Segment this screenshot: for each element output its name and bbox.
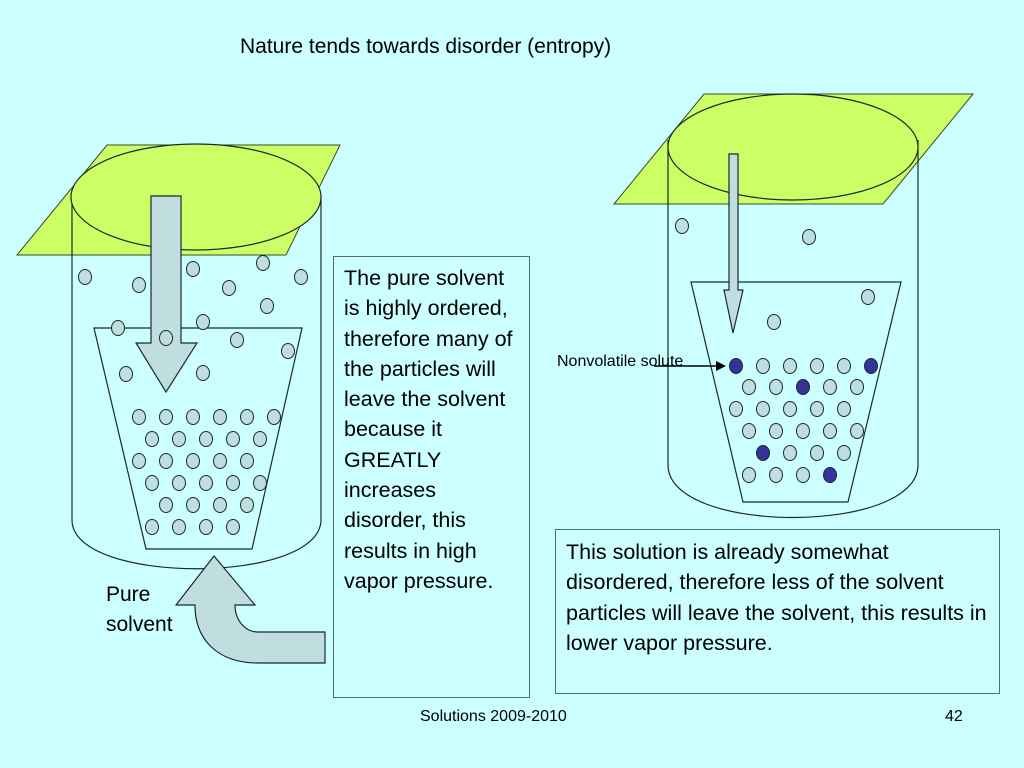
solvent-particle	[159, 409, 173, 425]
left-beaker-outline	[71, 195, 322, 570]
vapor-particle	[78, 269, 92, 285]
vapor-particle	[675, 218, 689, 234]
solvent-particle	[199, 431, 213, 447]
slide-title: Nature tends towards disorder (entropy)	[240, 35, 612, 58]
right-cup	[690, 281, 902, 503]
vapor-particle	[281, 343, 295, 359]
solvent-particle	[226, 519, 240, 535]
solvent-particle	[823, 379, 837, 395]
solvent-particle	[186, 497, 200, 513]
vapor-particle	[260, 298, 274, 314]
solvent-particle	[810, 401, 824, 417]
left-diagram	[15, 143, 341, 664]
solvent-particle	[159, 453, 173, 469]
solvent-particle	[145, 475, 159, 491]
nonvolatile-solute-label: Nonvolatile solute	[557, 353, 684, 370]
vapor-particle	[186, 261, 200, 277]
vapor-particle	[256, 255, 270, 271]
solution-explanation-box: This solution is already somewhat disord…	[555, 529, 1000, 694]
vapor-particle	[861, 289, 875, 305]
solvent-particle	[810, 445, 824, 461]
page-number: 42	[945, 708, 963, 725]
solvent-particle	[850, 379, 864, 395]
left-lid-ellipse	[70, 143, 322, 251]
solvent-particle	[810, 358, 824, 374]
solvent-particle	[240, 453, 254, 469]
vapor-particle	[294, 269, 308, 285]
vapor-particle	[802, 229, 816, 245]
vapor-particle	[230, 332, 244, 348]
right-lid-ellipse	[667, 93, 919, 201]
solvent-particle	[742, 379, 756, 395]
solvent-particle	[837, 401, 851, 417]
solvent-particle	[267, 409, 281, 425]
left-cup	[93, 327, 303, 550]
solvent-particle	[213, 409, 227, 425]
right-beaker-outline	[667, 140, 919, 519]
vapor-particle	[196, 314, 210, 330]
solute-particle	[756, 445, 770, 461]
solvent-particle	[172, 519, 186, 535]
solvent-particle	[756, 358, 770, 374]
solvent-particle	[783, 445, 797, 461]
left-down-arrow-icon	[134, 195, 199, 394]
solvent-particle	[823, 423, 837, 439]
solvent-particle	[837, 445, 851, 461]
solvent-particle	[199, 475, 213, 491]
solvent-particle	[186, 409, 200, 425]
nonvolatile-pointer-arrowhead-icon	[716, 361, 726, 371]
pure-solvent-label: Pure solvent	[106, 583, 173, 636]
solvent-particle	[213, 453, 227, 469]
solute-particle	[796, 379, 810, 395]
solvent-particle	[756, 401, 770, 417]
vapor-particle	[196, 365, 210, 381]
solvent-particle	[172, 475, 186, 491]
solute-particle	[864, 358, 878, 374]
right-diagram	[612, 93, 975, 519]
solvent-particle	[769, 379, 783, 395]
solvent-particle	[769, 423, 783, 439]
solvent-particle	[729, 401, 743, 417]
solvent-particle	[240, 409, 254, 425]
vapor-particle	[159, 330, 173, 346]
right-particles	[675, 218, 878, 483]
solvent-particle	[145, 519, 159, 535]
footer-text: Solutions 2009-2010	[420, 708, 567, 725]
solvent-particle	[186, 453, 200, 469]
solvent-particle	[226, 475, 240, 491]
solvent-particle	[145, 431, 159, 447]
solvent-particle	[240, 497, 254, 513]
vapor-particle	[132, 277, 146, 293]
vapor-particle	[111, 320, 125, 336]
solvent-particle	[253, 431, 267, 447]
solvent-particle	[253, 475, 267, 491]
solvent-particle	[132, 453, 146, 469]
solvent-particle	[226, 431, 240, 447]
solvent-particle	[783, 358, 797, 374]
solvent-particle	[199, 519, 213, 535]
solvent-particle	[850, 423, 864, 439]
solute-particle	[729, 358, 743, 374]
pure-solvent-explanation-box: The pure solvent is highly ordered, ther…	[333, 256, 530, 698]
solvent-particle	[742, 423, 756, 439]
solvent-particle	[837, 358, 851, 374]
solvent-particle	[769, 467, 783, 483]
solvent-particle	[742, 467, 756, 483]
vapor-particle	[767, 314, 781, 330]
left-curved-arrow-icon	[174, 555, 326, 664]
vapor-particle	[119, 366, 133, 382]
solvent-particle	[796, 467, 810, 483]
solvent-particle	[172, 431, 186, 447]
solvent-particle	[783, 401, 797, 417]
right-down-arrow-icon	[723, 153, 744, 334]
solvent-particle	[796, 423, 810, 439]
vapor-particle	[222, 280, 236, 296]
solvent-particle	[213, 497, 227, 513]
solute-particle	[823, 467, 837, 483]
left-particles	[78, 255, 308, 535]
solvent-particle	[132, 409, 146, 425]
solvent-particle	[159, 497, 173, 513]
